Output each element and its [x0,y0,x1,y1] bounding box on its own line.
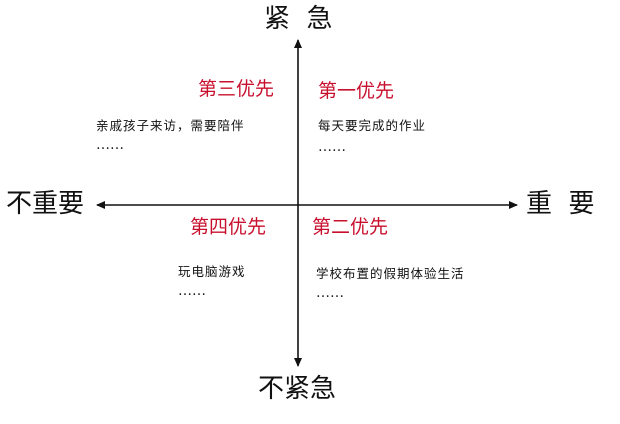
task-bottom-right: 学校布置的假期体验生活 [316,266,465,281]
priority-label-fourth: 第四优先 [190,216,267,238]
priority-label-second: 第二优先 [312,216,389,238]
priority-label-third: 第三优先 [198,78,275,100]
axis-label-not-important: 不重要 [6,189,85,219]
axis-label-important: 重 要 [526,189,595,219]
task-bottom-left: 玩电脑游戏 [178,264,246,279]
axis-label-not-urgent: 不紧急 [258,374,337,404]
task-top-left: 亲戚孩子来访，需要陪伴 [96,118,245,133]
task-top-right: 每天要完成的作业 [318,118,427,133]
priority-label-first: 第一优先 [318,80,395,102]
ellipsis-top-right: …… [318,139,346,155]
ellipsis-top-left: …… [96,137,124,153]
ellipsis-bottom-left: …… [178,283,206,299]
axis-label-urgent: 紧 急 [264,4,333,34]
ellipsis-bottom-right: …… [316,285,344,301]
